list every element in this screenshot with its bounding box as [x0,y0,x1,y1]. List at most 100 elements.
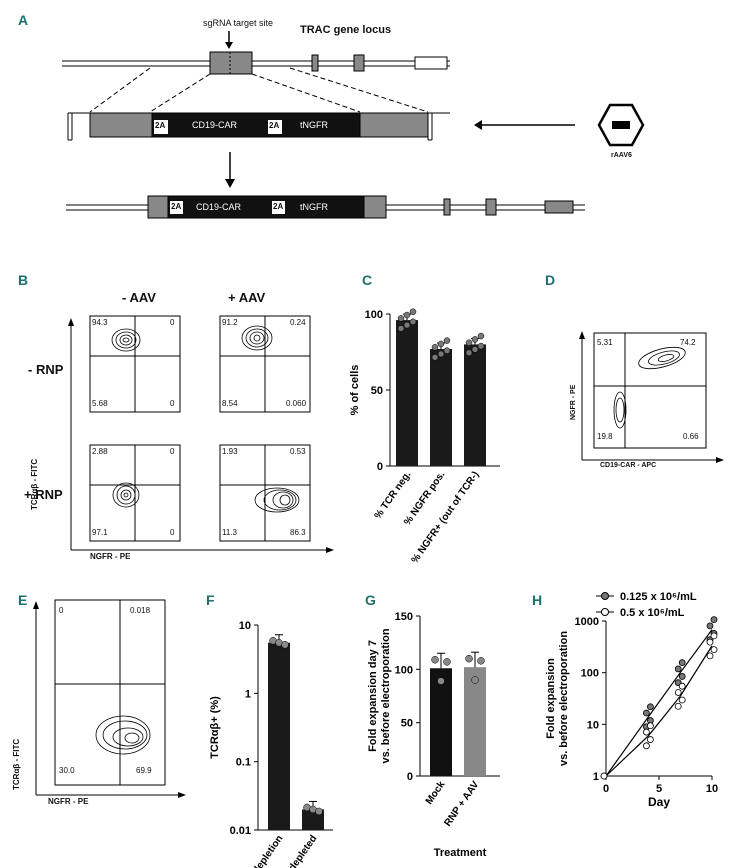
h-datapoint [678,659,686,667]
h-datapoint [643,723,650,731]
b-plot2-lr: 0.060 [286,399,307,408]
panel-a-diagram [62,31,645,219]
d-ll: 19.8 [597,432,613,441]
f-datapoint [269,636,277,645]
h-datapoint [643,742,650,750]
g-datapoint [465,654,473,663]
e-ur: 0.018 [130,606,151,615]
h-datapoint [710,616,718,624]
trac-locus-label: TRAC gene locus [300,24,392,36]
h-datapoint [678,682,686,690]
h-datapoint [706,638,714,646]
panel-letter-g: G [365,592,376,608]
f-category-label: Before depletion [231,833,285,868]
panel-letter-d: D [545,272,556,288]
h-ytick-label: 10 [587,719,599,731]
c-datapoint [477,332,485,340]
c-datapoint [443,347,451,354]
tngfr-label-2: tNGFR [300,202,328,212]
twoa-label-4: 2A [273,202,284,211]
g-datapoint [437,677,445,685]
e-ul: 0 [59,606,64,615]
c-datapoint [397,325,405,332]
h-datapoint [647,717,654,724]
h-datapoint [710,632,718,640]
h-legend-marker [601,608,609,616]
h-xtick-label: 0 [603,783,609,795]
h-xlabel: Day [648,795,670,809]
f-datapoint [275,638,283,647]
f-datapoint [303,803,311,812]
f-category-label: TCRαβ depleted [266,833,319,868]
h-xtick-label: 10 [706,783,718,795]
h-datapoint [674,665,682,673]
g-datapoint [431,655,439,664]
b-ylabel: TCRαβ - FITC [30,458,39,510]
c-category-label: % NGFR pos. [402,469,447,527]
col-label-plus-aav: + AAV [228,290,266,305]
d-ul: 5.31 [597,338,613,347]
d-ur: 74.2 [680,338,696,347]
c-ylabel: % of cells [349,365,361,416]
b-plot2-ul: 91.2 [222,318,238,327]
h-xtick-label: 5 [656,783,662,795]
h-ytick-label: 100 [581,668,599,680]
c-datapoint [437,340,445,348]
car-label-1: CD19-CAR [192,120,238,130]
e-ylabel: TCRαβ - FITC [12,738,21,790]
c-bar [430,348,452,466]
f-ytick-label: 10 [239,620,251,632]
c-datapoint [443,337,451,344]
h-datapoint [678,696,686,704]
tngfr-label-1: tNGFR [300,120,328,130]
c-ytick-label: 0 [377,461,383,473]
c-datapoint [409,318,417,326]
c-datapoint [431,354,439,361]
c-category-label: % TCR neg. [373,469,414,521]
g-xlabel: Treatment [434,847,487,859]
c-datapoint [471,346,479,353]
c-ytick-label: 100 [365,309,383,321]
twoa-label-1: 2A [155,121,166,130]
h-datapoint [643,728,650,736]
g-ylabel-1: Fold expansion day 7 [367,640,379,752]
h-datapoint [706,622,714,630]
panel-letter-h: H [532,592,543,608]
h-datapoint [600,772,608,780]
g-ylabel-2: vs. before electroporation [380,628,392,763]
row-label-minus-rnp: - RNP [28,362,64,377]
b-plot3-lr: 0 [170,528,175,537]
b-plot3-ll: 97.1 [92,528,108,537]
c-bar [396,320,418,466]
f-datapoint [281,640,289,649]
b-plot1-ul: 94.3 [92,318,108,327]
g-category-label: RNP + AAV [442,779,481,828]
h-ylabel-2: vs. before electroporation [558,631,570,766]
twoa-label-2: 2A [269,121,280,130]
b-plot3-ur: 0 [170,447,175,456]
h-ytick-label: 1 [593,771,599,783]
sgrna-target-label: sgRNA target site [203,18,274,28]
g-bar [464,667,486,776]
e-xlabel: NGFR - PE [48,797,89,806]
b-plot2-ll: 8.54 [222,399,238,408]
h-datapoint [643,709,650,717]
raav-label: rAAV6 [611,152,632,159]
c-datapoint [431,344,439,351]
c-datapoint [465,349,473,357]
c-ytick-label: 50 [371,385,383,397]
c-datapoint [477,342,485,350]
c-datapoint [409,308,417,315]
h-datapoint [647,722,654,730]
b-plot3-ul: 2.88 [92,447,108,456]
b-plot4-ll: 11.3 [222,528,237,537]
col-label-minus-aav: - AAV [122,290,156,305]
h-datapoint [600,772,608,780]
h-ylabel-1: Fold expansion [545,658,557,739]
h-datapoint [678,673,686,680]
h-datapoint [706,652,714,660]
d-lr: 0.66 [683,432,699,441]
g-bar [430,668,452,776]
f-ytick-label: 1 [245,688,251,700]
f-ytick-label: 0.01 [230,825,251,837]
